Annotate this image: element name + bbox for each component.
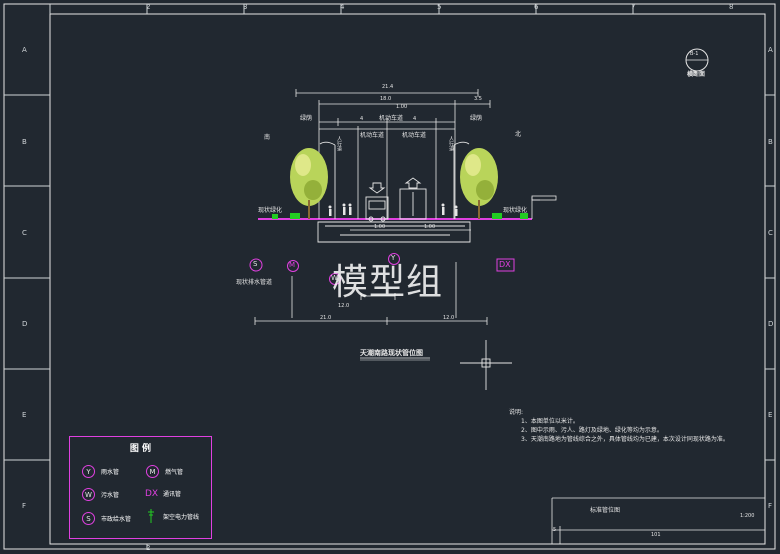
dim-carriageway: 18.0 <box>380 96 392 102</box>
outer-frame <box>3 3 776 550</box>
grid-col-4: 4 <box>340 3 345 11</box>
section-badge-number: B-1 <box>690 51 699 57</box>
vehicle-right <box>399 177 427 220</box>
legend-symbol-dx: DX <box>144 488 159 499</box>
grid-col-2-bottom: 2 <box>146 544 151 552</box>
grid-row-c-right: C <box>768 229 773 237</box>
label-right-walk: 绿荫 <box>470 115 483 122</box>
dim-bottom-small: 12.0 <box>338 303 350 309</box>
grid-row-f: F <box>22 502 27 510</box>
pipe-symbols <box>249 253 515 285</box>
legend-item-rain: Y 雨水管 <box>82 465 119 478</box>
vehicle-left <box>365 182 389 222</box>
pipe-m-label: M <box>289 261 296 269</box>
grid-row-f-right: F <box>768 502 773 510</box>
dim-lower-right: 1.00 <box>424 224 436 230</box>
grid-col-6: 6 <box>534 3 539 11</box>
notes-heading: 说明: <box>509 409 524 416</box>
hedges <box>272 213 528 219</box>
legend-label-gas: 燃气管 <box>165 469 184 476</box>
grid-col-2: 2 <box>146 3 151 11</box>
title-block-sheet: 5 <box>553 527 557 533</box>
legend-item-water: S 市政给水管 <box>82 512 131 525</box>
grid-row-e-right: E <box>768 411 773 419</box>
label-green-right: 现状绿化 <box>503 207 528 214</box>
grid-row-a: A <box>22 46 27 54</box>
street-lamps <box>319 141 470 219</box>
grid-row-c: C <box>22 229 27 237</box>
pipe-s-label: S <box>253 260 258 268</box>
dim-sub-mid: 1.00 <box>396 104 408 110</box>
label-green-left: 现状绿化 <box>258 207 283 214</box>
label-lane-right: 机动车道 <box>402 132 427 139</box>
grid-col-3: 3 <box>243 3 248 11</box>
notes-line-1: 1、本图单位以米计。 <box>521 418 579 425</box>
legend-item-gas: M 燃气管 <box>146 465 183 478</box>
dim-total: 21.4 <box>382 84 394 90</box>
legend-symbol-y: Y <box>82 465 95 478</box>
label-south: 南 <box>264 134 271 141</box>
grid-row-b-right: B <box>768 138 773 146</box>
tree-right <box>460 148 498 219</box>
dim-lower-left: 1.00 <box>374 224 386 230</box>
legend-item-power: 架空电力管线 <box>146 509 199 523</box>
carriageway-deck <box>317 221 471 243</box>
inner-frame <box>49 13 766 545</box>
legend-item-telecom: DX 通讯管 <box>144 488 182 499</box>
label-north: 北 <box>515 131 522 138</box>
pipe-w-label: W <box>331 274 338 282</box>
legend-symbol-w: W <box>82 488 95 501</box>
legend-label-rain: 雨水管 <box>101 469 120 476</box>
pipe-y-label: Y <box>391 254 396 262</box>
title-block <box>551 497 765 544</box>
label-motor: 机动车道 <box>379 115 404 122</box>
dimension-lines <box>254 89 491 325</box>
drawing-title: 天潮南路现状管位图 <box>360 349 423 357</box>
section-badge-label: 横断面 <box>687 71 706 78</box>
notes: 说明: 1、本图单位以米计。 2、图中示雨、污人、路灯及绿地、绿化等均为示意。 … <box>509 408 729 444</box>
grid-row-e: E <box>22 411 27 419</box>
legend: 图 例 Y 雨水管 M 燃气管 W 污水管 DX 通讯管 S 市政给水管 架空电… <box>69 436 212 539</box>
dim-right-walk: 3.5 <box>474 96 482 102</box>
legend-label-power: 架空电力管线 <box>163 513 200 521</box>
dim-bottom-right: 12.0 <box>443 315 455 321</box>
power-line-icon <box>148 509 154 523</box>
pipe-existing-drain: 现状排水管道 <box>236 279 273 286</box>
legend-item-sewage: W 污水管 <box>82 488 119 501</box>
label-side-left: 人行道 <box>336 136 342 151</box>
legend-label-sewage: 污水管 <box>101 492 120 499</box>
grid-col-7: 7 <box>631 3 636 11</box>
title-block-name: 标准管位图 <box>590 507 621 514</box>
title-block-page: 101 <box>651 532 661 538</box>
label-side-right: 人行道 <box>448 136 454 151</box>
watermark: 模型组 <box>332 262 444 303</box>
legend-label-telecom: 通讯管 <box>163 491 182 498</box>
pedestrians <box>328 203 458 216</box>
dim-sub-right: 4 <box>413 116 417 122</box>
grid-col-5: 5 <box>437 3 442 11</box>
dim-sub-left: 4 <box>360 116 364 122</box>
tree-left <box>290 148 328 219</box>
label-lane-left: 机动车道 <box>360 132 385 139</box>
grid-col-8: 8 <box>729 3 734 11</box>
legend-label-water: 市政给水管 <box>101 516 132 523</box>
notes-line-3: 3、天潮南路地为管线综合之外，具体管线均为已建，本次设计同现状路为准。 <box>521 436 729 443</box>
legend-symbol-s: S <box>82 512 95 525</box>
title-block-scale: 1:200 <box>740 513 755 519</box>
legend-title: 图 例 <box>129 444 152 454</box>
crosshair <box>460 340 512 390</box>
legend-symbol-m: M <box>146 465 159 478</box>
notes-line-2: 2、图中示雨、污人、路灯及绿地、绿化等均为示意。 <box>521 427 663 434</box>
grid-row-b: B <box>22 138 27 146</box>
pipe-dx-label: DX <box>499 260 511 269</box>
grid-row-a-right: A <box>768 46 773 54</box>
grid-row-d-right: D <box>768 320 774 328</box>
grid-row-d: D <box>22 320 28 328</box>
label-left-walk: 绿荫 <box>300 115 313 122</box>
grid-ticks <box>4 4 775 549</box>
dim-bottom-left: 21.0 <box>320 315 332 321</box>
